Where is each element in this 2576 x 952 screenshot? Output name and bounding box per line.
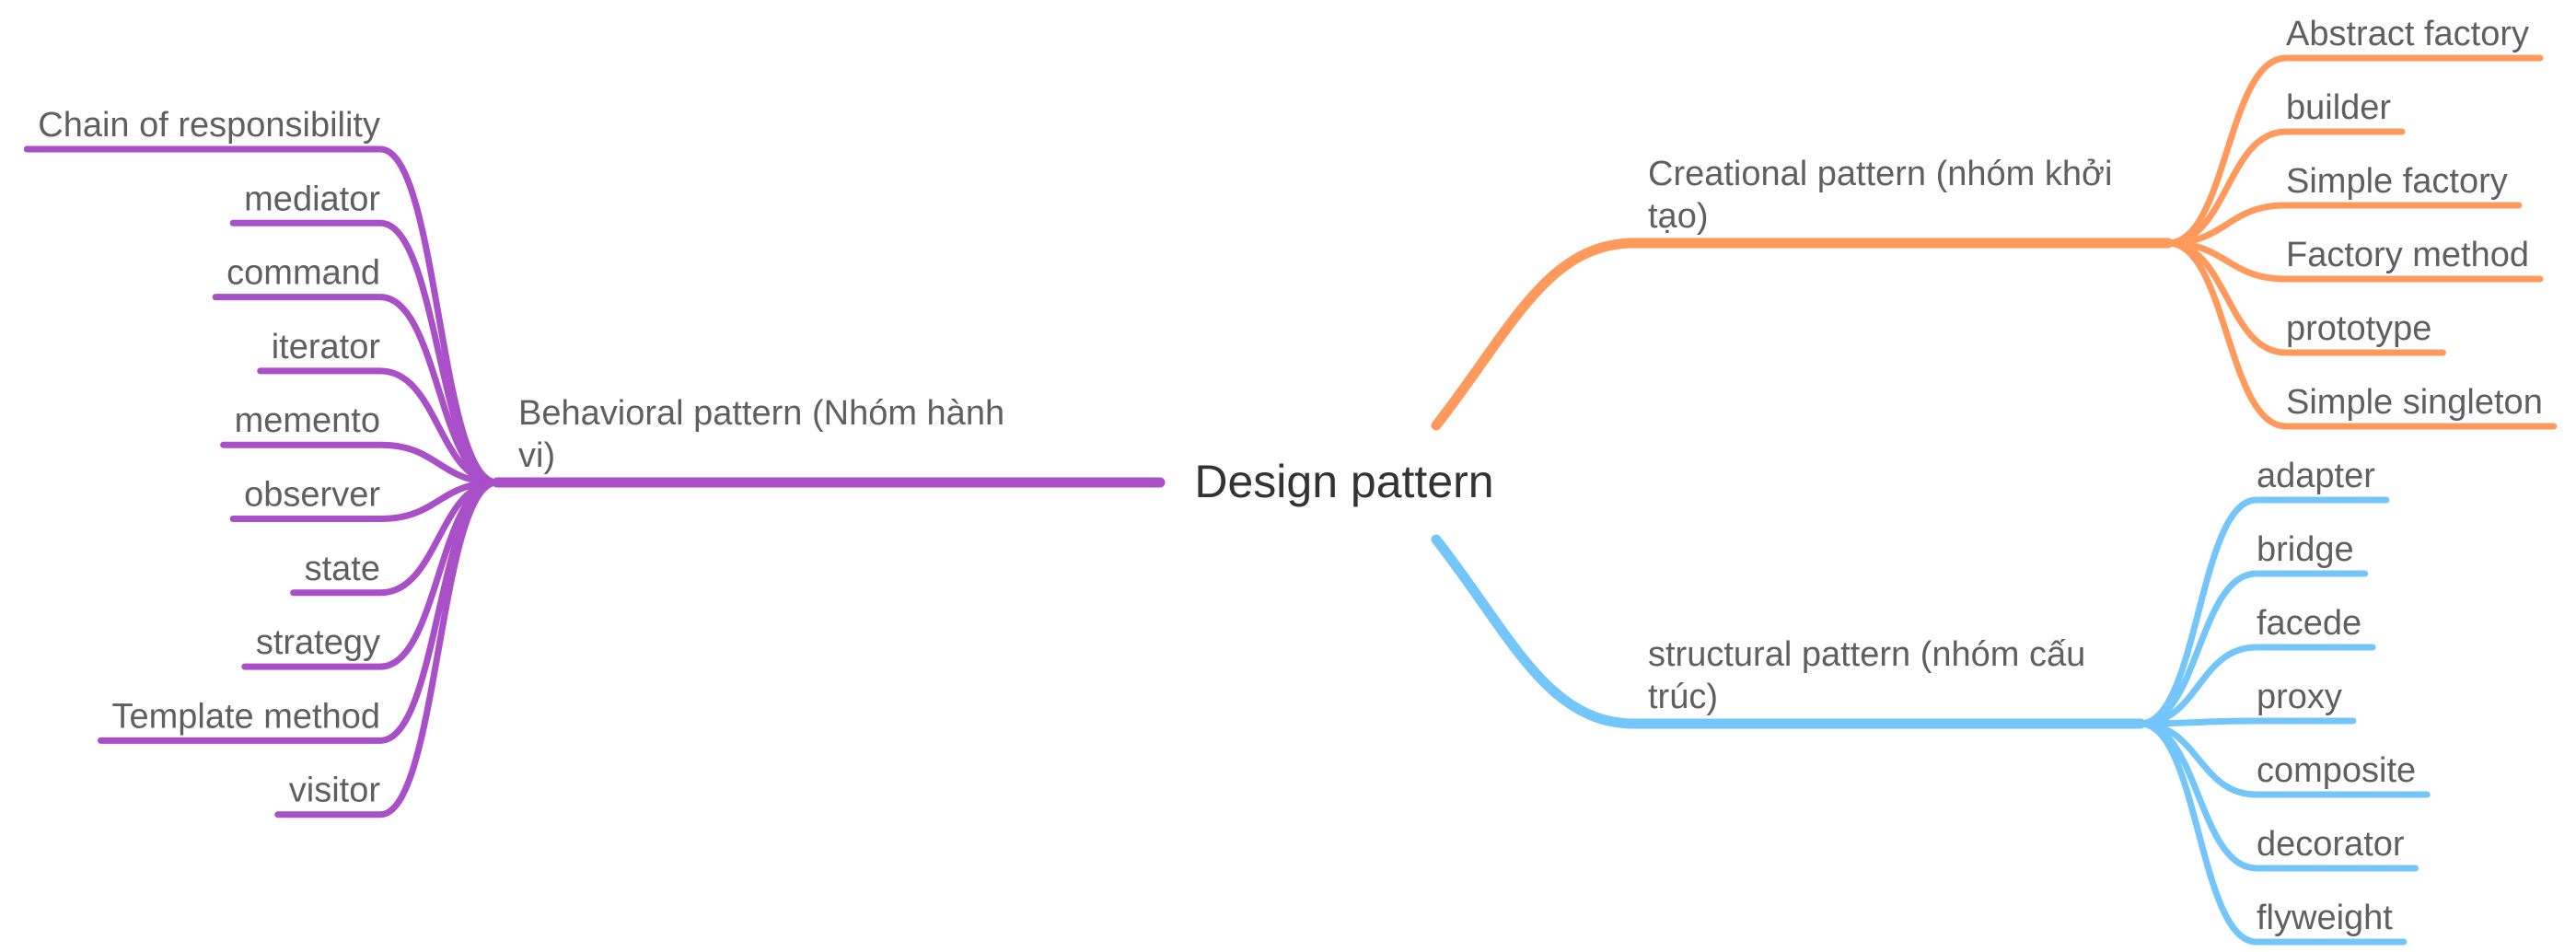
leaf-link-creational-abstract-factory [2164,54,2544,247]
leaf-link-creational-simple-factory [2164,202,2523,247]
leaf-structural-bridge[interactable]: bridge [2257,530,2354,569]
leaf-link-creational-simple-singleton [2164,239,2558,430]
leaf-behavioral-state[interactable]: state [305,550,380,588]
leaf-structural-composite[interactable]: composite [2257,751,2416,790]
leaf-link-structural-proxy [2137,717,2357,727]
leaf-behavioral-command[interactable]: command [226,254,380,293]
leaf-link-creational-builder [2164,128,2406,247]
leaf-link-structural-bridge [2137,570,2369,727]
leaf-behavioral-observer[interactable]: observer [244,476,380,515]
leaf-link-behavioral-memento [220,441,501,486]
leaf-creational-abstract-factory[interactable]: Abstract factory [2286,15,2529,53]
leaf-structural-proxy[interactable]: proxy [2257,678,2342,716]
leaf-behavioral-strategy[interactable]: strategy [256,623,380,662]
leaf-behavioral-iterator[interactable]: iterator [272,328,381,366]
leaf-structural-flyweight[interactable]: flyweight [2257,899,2393,937]
leaf-structural-adapter[interactable]: adapter [2257,457,2375,495]
leaf-behavioral-chain-of-responsibility[interactable]: Chain of responsibility [38,106,380,145]
leaf-behavioral-template-method[interactable]: Template method [112,697,381,736]
leaf-link-behavioral-visitor [274,479,501,818]
branch-link-structural [1431,534,2146,729]
leaf-behavioral-visitor[interactable]: visitor [289,772,381,810]
leaf-link-structural-flyweight [2137,720,2408,946]
branch-label-behavioral-line-2: vi) [518,436,555,475]
branch-link-creational [1431,238,2174,431]
leaf-creational-simple-factory[interactable]: Simple factory [2286,162,2508,201]
leaf-structural-decorator[interactable]: decorator [2257,825,2405,864]
leaf-link-structural-facede [2137,644,2376,727]
leaf-structural-facede[interactable]: facede [2257,604,2361,643]
branch-label-structural-line-1: structural pattern (nhóm cấu [1648,635,2085,674]
mindmap-links [23,54,2558,946]
branch-label-structural-line-2: trúc) [1648,678,1718,716]
branch-label-creational[interactable]: Creational pattern (nhóm khởi tạo) [1648,155,2122,236]
branch-label-creational-line-2: tạo) [1648,197,1708,236]
branch-label-behavioral-line-1: Behavioral pattern (Nhóm hành [518,394,1004,433]
leaf-behavioral-memento[interactable]: memento [235,401,380,440]
leaf-creational-builder[interactable]: builder [2286,88,2391,127]
leaf-creational-factory-method[interactable]: Factory method [2286,236,2529,274]
leaf-link-behavioral-iterator [257,367,501,486]
branch-label-creational-line-1: Creational pattern (nhóm khởi [1648,155,2112,193]
leaf-link-behavioral-command [212,294,501,486]
branch-label-behavioral[interactable]: Behavioral pattern (Nhóm hành vi) [518,394,1015,475]
leaf-behavioral-mediator[interactable]: mediator [244,180,380,218]
root-topic[interactable]: Design pattern [1194,456,1493,507]
branch-label-structural[interactable]: structural pattern (nhóm cấu trúc) [1648,635,2095,716]
leaf-creational-prototype[interactable]: prototype [2286,309,2431,348]
leaf-creational-simple-singleton[interactable]: Simple singleton [2286,383,2543,422]
